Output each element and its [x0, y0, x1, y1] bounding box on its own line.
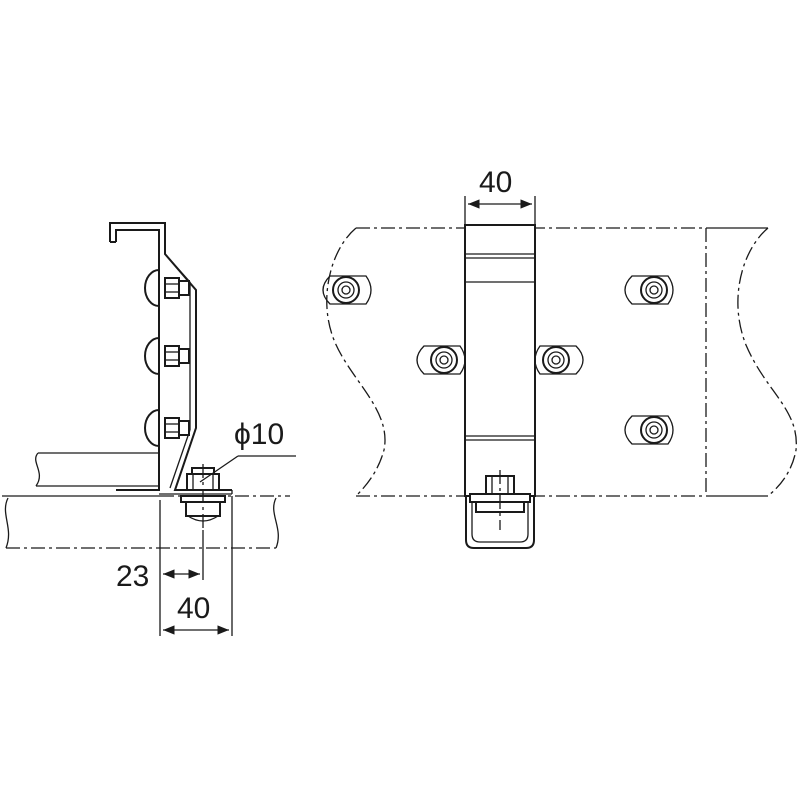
front-bolt-2	[624, 275, 674, 305]
front-bolt-5	[624, 415, 674, 445]
hole-diameter-leader: ϕ10	[199, 418, 296, 483]
bracket-profile	[109, 222, 233, 495]
bottom-clip	[465, 470, 535, 549]
foot-bolt	[180, 464, 226, 530]
side-bolt-1	[144, 269, 190, 307]
front-bolt-3	[416, 345, 466, 375]
front-bolt-4	[534, 345, 584, 375]
front-view: 40	[322, 166, 797, 549]
dimension-width-side-label: 40	[177, 592, 210, 625]
dimension-40-front: 40	[464, 166, 536, 225]
upper-rail-section	[35, 452, 160, 487]
side-bolt-3	[144, 409, 190, 447]
dimension-23: 23	[116, 500, 204, 636]
dimension-width-front-label: 40	[479, 166, 512, 199]
dimension-offset-label: 23	[116, 560, 149, 593]
front-bolt-1	[322, 275, 372, 305]
lower-rail-section	[2, 495, 290, 549]
vertical-strap	[464, 224, 536, 497]
side-view: ϕ10 23 40	[2, 222, 296, 636]
hole-diameter-label: ϕ10	[234, 418, 284, 451]
dimension-40-side: 40	[163, 496, 233, 636]
side-bolt-2	[144, 337, 190, 375]
